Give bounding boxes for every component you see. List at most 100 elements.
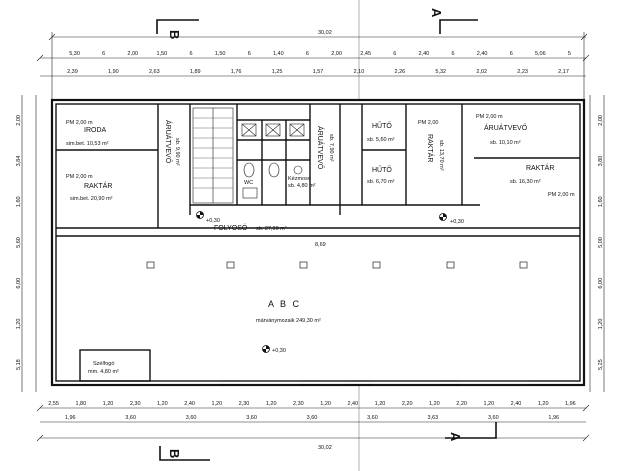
room-huto-2: HŰTŐ sb. 6,70 m² [367, 165, 395, 185]
dimension-value: 2,40 [511, 401, 522, 407]
dimension-tick [36, 404, 44, 412]
room-shop: A B C márványmozaik 249,30 m² [256, 299, 321, 324]
svg-text:sb. 4,80 m²: sb. 4,80 m² [288, 183, 316, 189]
svg-text:A B C: A B C [268, 299, 301, 309]
dimension-value: 1,20 [266, 401, 277, 407]
svg-text:IRODA: IRODA [84, 127, 107, 134]
dimension-value: 2,30 [239, 401, 250, 407]
svg-text:sim.bet. 20,90 m²: sim.bet. 20,90 m² [70, 196, 113, 202]
dimension-tick [36, 434, 44, 442]
dimension-value: 1,60 [598, 196, 604, 207]
dimension-value: 5,06 [535, 51, 546, 57]
building-walls [50, 98, 586, 387]
svg-text:márványmozaik 249,30 m²: márványmozaik 249,30 m² [256, 318, 321, 324]
svg-text:PM 2,00 m: PM 2,00 m [66, 120, 93, 126]
dimension-value: 3,60 [246, 415, 257, 421]
dimension-value: 2,02 [476, 69, 487, 75]
dimension-value: 1,80 [75, 401, 86, 407]
facade-windows [160, 380, 530, 386]
dimension-value: 2,45 [360, 51, 371, 57]
level-marker-1: +0,30 [196, 211, 220, 224]
dimension-value: 3,80 [598, 156, 604, 167]
dimension-value: 2,40 [347, 401, 358, 407]
dimension-value: 1,60 [16, 196, 22, 207]
dimension-ticks [36, 33, 590, 442]
dimension-value: 5,32 [435, 69, 446, 75]
dimension-tick [582, 54, 590, 62]
room-wc: WC [244, 180, 253, 186]
svg-text:sb. 9,90 m²: sb. 9,90 m² [174, 138, 180, 166]
dimension-value: 1,90 [108, 69, 119, 75]
wc-fixtures [241, 123, 305, 199]
svg-text:sb. 7,90 m²: sb. 7,90 m² [328, 134, 334, 162]
dimension-value: 1,20 [16, 319, 22, 330]
svg-text:sb. 27,90 m²: sb. 27,90 m² [256, 226, 287, 232]
svg-text:PM 2,00 m: PM 2,00 m [476, 114, 503, 120]
svg-text:sb. 5,60 m²: sb. 5,60 m² [367, 137, 395, 143]
dimension-value: 1,20 [375, 401, 386, 407]
dimension-value: 6 [451, 51, 454, 57]
dimension-value: 2,00 [16, 115, 22, 126]
overall-top: 30,02 [318, 30, 332, 36]
dimension-value: 2,10 [354, 69, 365, 75]
dimension-value: 5,25 [598, 359, 604, 370]
dimension-value: 2,00 [331, 51, 342, 57]
dimension-value: 6 [306, 51, 309, 57]
dimension-value: 3,60 [125, 415, 136, 421]
room-folyoso: FOLYOSÓ sb. 27,90 m² [214, 223, 287, 232]
dimension-value: 2,00 [127, 51, 138, 57]
section-label-b-bottom: B [167, 449, 182, 458]
svg-text:HŰTŐ: HŰTŐ [372, 165, 392, 174]
section-label-b-top: B [167, 30, 182, 39]
section-cut-b-top: B [156, 19, 199, 39]
dimension-value: 1,25 [272, 69, 283, 75]
inner-span: 8,69 [315, 242, 326, 248]
right-dims: 2,003,801,605,006,001,205,25 [598, 115, 604, 370]
dimension-value: 3,60 [186, 415, 197, 421]
dimension-value: 6 [393, 51, 396, 57]
dimension-value: 1,96 [65, 415, 76, 421]
svg-text:PM 2,00 m: PM 2,00 m [66, 174, 93, 180]
dimension-value: 5,30 [69, 51, 80, 57]
dimension-value: 1,89 [190, 69, 201, 75]
dimension-value: 1,57 [313, 69, 324, 75]
dimension-value: 1,20 [598, 319, 604, 330]
columns [146, 261, 528, 269]
dimension-value: 1,50 [157, 51, 168, 57]
level-marker-2: +0,30 [439, 213, 464, 225]
dimension-value: 1,20 [483, 401, 494, 407]
room-raktar-mid: PM 2,00 RAKTÁR sb. 13,70 m² [418, 120, 444, 171]
overall-bottom: 30,02 [318, 445, 332, 451]
svg-text:sb. 13,70 m²: sb. 13,70 m² [438, 140, 444, 171]
dimension-tick [582, 434, 590, 442]
svg-text:WC: WC [244, 180, 253, 186]
room-huto-1: HŰTŐ sb. 5,60 m² [367, 121, 395, 143]
level-value-1: +0,30 [206, 218, 220, 224]
dimension-value: 2,55 [48, 401, 59, 407]
dimension-value: 1,20 [103, 401, 114, 407]
dimension-value: 2,30 [130, 401, 141, 407]
dimension-value: 1,76 [231, 69, 242, 75]
dimension-value: 1,96 [565, 401, 576, 407]
dimension-value: 6,00 [16, 278, 22, 289]
room-raktar-left: PM 2,00 m RAKTÁR sim.bet. 20,90 m² [66, 174, 113, 202]
svg-text:PM 2,00 m: PM 2,00 m [548, 192, 575, 198]
room-raktar-right: RAKTÁR sb. 16,30 m² PM 2,00 m [510, 163, 575, 198]
dimension-value: 3,60 [367, 415, 378, 421]
section-cut-b-bottom: B [159, 446, 210, 461]
stair [192, 107, 234, 204]
dimension-value: 5,00 [598, 237, 604, 248]
svg-text:HŰTŐ: HŰTŐ [372, 121, 392, 130]
dimension-value: 1,20 [429, 401, 440, 407]
dimension-tick [580, 33, 588, 41]
svg-text:Szélfogó: Szélfogó [93, 361, 114, 367]
room-iroda: PM 2,00 m IRODA sim.bet. 10,53 m² [66, 120, 109, 147]
svg-text:sb. 6,70 m²: sb. 6,70 m² [367, 179, 395, 185]
dimension-value: 2,39 [67, 69, 78, 75]
dimension-value: 5,60 [16, 237, 22, 248]
dimension-value: 1,20 [157, 401, 168, 407]
svg-text:RAKTÁR: RAKTÁR [526, 163, 554, 172]
room-aruatvevo-right: PM 2,00 m ÁRUÁTVEVŐ sb. 10,10 m² [476, 114, 528, 146]
